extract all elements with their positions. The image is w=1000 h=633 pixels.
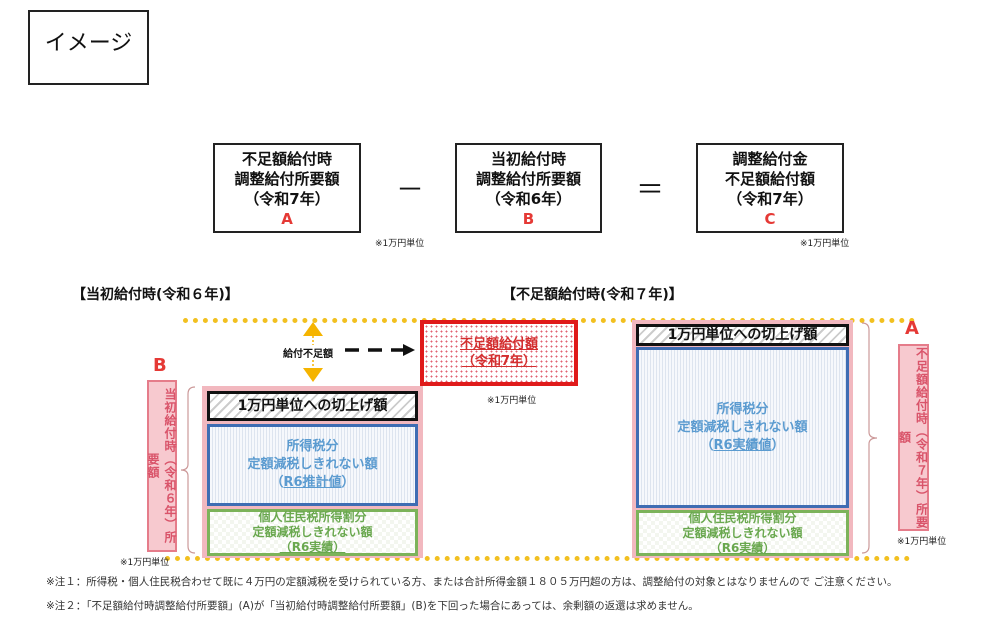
shortfall-box-line2: （令和7年） — [461, 354, 537, 369]
left-income-tax-line2: 定額減税しきれない額 — [247, 457, 378, 472]
paren-close: ） — [341, 475, 355, 490]
right-unit-note: ※1万円単位 — [897, 537, 947, 547]
left-resident-tax-line2: 定額減税しきれない額 — [252, 525, 373, 539]
formula-c-line3: （令和7年） — [727, 190, 813, 208]
right-resident-tax-line1: 個人住民税所得割分 — [688, 510, 797, 525]
middle-unit-note: ※1万円単位 — [487, 396, 537, 406]
formula-c-note: ※1万円単位 — [800, 239, 850, 249]
shortfall-box-line1: 不足額給付額 — [459, 337, 538, 352]
formula-a-line2: 調整給付所要額 — [234, 170, 340, 188]
formula-c-letter: C — [764, 210, 776, 228]
left-income-tax-block: 所得税分 定額減税しきれない額 （R6推計値） — [207, 424, 418, 506]
equals-sign: ＝ — [636, 173, 665, 206]
note-2: ※注２：「不足額給付時調整給付所要額」(A)が「当初給付時調整給付所要額」(B)… — [46, 600, 699, 612]
dashed-arrow-icon — [345, 344, 415, 356]
right-roundup-block: 1万円単位への切上げ額 — [636, 324, 849, 346]
formula-a-letter: A — [281, 210, 293, 228]
left-resident-tax-line3: （R6実績） — [279, 540, 346, 554]
image-title: イメージ — [28, 10, 149, 85]
formula-b-line2: 調整給付所要額 — [475, 170, 581, 188]
right-income-tax-line2: 定額減税しきれない額 — [677, 419, 808, 435]
right-letter-a: A — [905, 318, 919, 339]
formula-c-line1: 調整給付金 — [732, 150, 808, 168]
right-side-label: 不足額給付時（令和７年）所要額 — [898, 344, 929, 531]
left-letter-b: B — [153, 355, 167, 376]
right-brace-icon — [861, 322, 878, 554]
formula-b-line1: 当初給付時 — [490, 150, 566, 168]
right-resident-tax-line2: 定額減税しきれない額 — [682, 525, 803, 540]
bottom-dotted-line — [165, 556, 910, 561]
left-income-tax-line1: 所得税分 — [286, 439, 339, 454]
right-income-tax-line3: （R6実績値） — [639, 437, 846, 455]
left-income-tax-basis: R6推計値 — [283, 475, 342, 490]
paren-close: ） — [771, 437, 785, 453]
paren-open: （ — [270, 475, 284, 490]
shortfall-label: 給付不足額 — [283, 345, 333, 360]
left-roundup-block: 1万円単位への切上げ額 — [207, 391, 418, 421]
left-resident-tax-block: 個人住民税所得割分 定額減税しきれない額 （R6実績） — [207, 509, 418, 556]
shortfall-payment-box: 不足額給付額 （令和7年） — [420, 320, 578, 386]
right-resident-tax-block: 個人住民税所得割分 定額減税しきれない額 （R6実績） — [636, 510, 849, 556]
left-heading: 【当初給付時(令和６年)】 — [72, 287, 239, 303]
formula-a-note: ※1万円単位 — [375, 239, 425, 249]
formula-box-b: 当初給付時 調整給付所要額 （令和6年） B — [455, 143, 602, 233]
left-resident-tax-line1: 個人住民税所得割分 — [258, 510, 367, 524]
right-income-tax-block: 所得税分 定額減税しきれない額 （R6実績値） — [636, 347, 849, 508]
minus-sign: － — [396, 173, 425, 206]
right-resident-tax-line3: （R6実績） — [709, 540, 776, 555]
formula-a-line3: （令和7年） — [244, 190, 330, 208]
formula-box-a: 不足額給付時 調整給付所要額 （令和7年） A — [213, 143, 361, 233]
paren-open: （ — [700, 437, 714, 453]
right-income-tax-line1: 所得税分 — [716, 401, 769, 417]
left-brace-icon — [180, 386, 196, 554]
right-income-tax-basis: R6実績値 — [713, 437, 772, 453]
left-income-tax-line3: （R6推計値） — [210, 474, 415, 492]
left-unit-note: ※1万円単位 — [120, 558, 170, 568]
left-side-label: 当初給付時（令和６年）所要額 — [146, 380, 177, 552]
right-heading: 【不足額給付時(令和７年)】 — [502, 287, 683, 303]
formula-b-letter: B — [522, 210, 535, 228]
formula-b-line3: （令和6年） — [485, 190, 572, 208]
formula-box-c: 調整給付金 不足額給付額 （令和7年） C — [696, 143, 844, 233]
formula-a-line1: 不足額給付時 — [241, 150, 332, 168]
formula-c-line2: 不足額給付額 — [724, 170, 815, 188]
note-1: ※注１：所得税・個人住民税合わせて既に４万円の定額減税を受けられている方、または… — [46, 576, 898, 588]
